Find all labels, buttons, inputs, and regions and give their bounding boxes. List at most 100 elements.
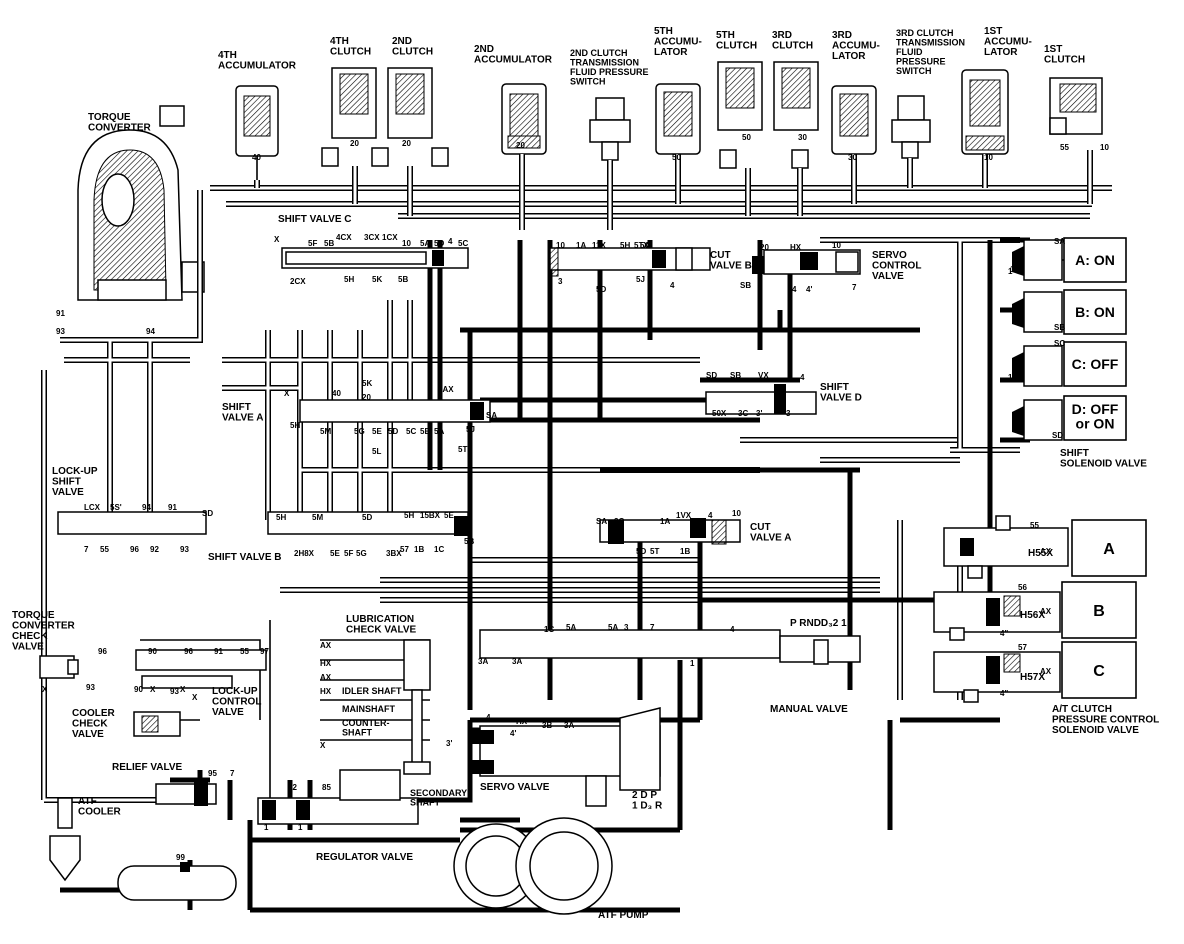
port-label: 3 [786, 409, 791, 418]
solenoid-d-body [1012, 399, 1063, 441]
label-relief-valve: RELIEF VALVE [112, 762, 183, 773]
port-label: 57 [1018, 643, 1027, 652]
port-label: X [150, 685, 156, 694]
port-label: X [284, 389, 290, 398]
port-label: 93 [86, 683, 95, 692]
port-label: 1 [264, 823, 269, 832]
cut-valve-b [547, 247, 711, 277]
port-label: 92 [150, 545, 159, 554]
port-label: SA [1054, 237, 1065, 246]
atf-pump [453, 817, 613, 915]
port-label: 5D [596, 285, 606, 294]
port-label: 1 [1010, 265, 1015, 274]
port-label: 20 [402, 139, 411, 148]
port-label: 5H [276, 513, 286, 522]
port-label: 91 [168, 503, 177, 512]
port-label: 1 [1008, 373, 1013, 382]
port-label: 1C [434, 545, 444, 554]
port-label: 1CX [382, 233, 398, 242]
port-label: AX [320, 641, 332, 650]
port-label: 20 [350, 139, 359, 148]
port-label: 5D [434, 239, 444, 248]
accumulator-2nd [501, 83, 547, 155]
pressure-switch-3rd [891, 95, 931, 159]
label-regulator-valve: REGULATOR VALVE [316, 852, 413, 863]
port-label: 5M [320, 427, 331, 436]
solenoid-c-body [1012, 345, 1063, 387]
port-label: 5B [324, 239, 334, 248]
port-label: 90 [134, 685, 143, 694]
port-label: 96 [130, 545, 139, 554]
port-label: 57 [400, 545, 409, 554]
port-label: 4" [1000, 629, 1008, 638]
solenoid-a-body [1012, 239, 1070, 281]
port-label: 5B [464, 537, 474, 546]
port-label: 1 [690, 659, 695, 668]
port-label: SB [740, 281, 751, 290]
port-label: 5F [344, 549, 353, 558]
port-label: 10 [1100, 143, 1109, 152]
port-label: AX [1040, 607, 1052, 616]
port-label: 4 [792, 285, 797, 294]
port-label: LCX [84, 503, 101, 512]
clutch-3rd [773, 61, 819, 169]
cooler-check-valve [133, 711, 181, 737]
port-label: 3C [614, 517, 624, 526]
torque-converter [77, 105, 205, 301]
port-label: 4' [806, 285, 812, 294]
port-label: 5TX [634, 241, 649, 250]
port-label: 5AX [438, 385, 454, 394]
relief-valve [155, 782, 217, 806]
pcsv-group: A B C H55X H56X H57X [933, 515, 1147, 703]
port-label: 10 [984, 153, 993, 162]
port-label: 3A [564, 721, 574, 730]
port-label: X [274, 235, 280, 244]
label-shift-valve-c: SHIFT VALVE C [278, 214, 352, 225]
pressure-switch-2nd [589, 97, 631, 161]
atf-strainer [117, 862, 237, 901]
port-label: 10 [556, 241, 565, 250]
port-label: 55 [240, 647, 249, 656]
port-label: 55 [1060, 143, 1069, 152]
solenoid-b-state-text: B: ON [1075, 304, 1115, 320]
pcsv-b: B [933, 581, 1137, 641]
port-label: 3 [624, 623, 629, 632]
valves [39, 247, 861, 915]
port-label: 4 [800, 373, 805, 382]
port-label: X [320, 741, 326, 750]
port-label: 5G [354, 427, 365, 436]
atf-cooler-unit [49, 797, 81, 882]
accumulator-4th [235, 85, 279, 180]
port-label: AX [320, 673, 332, 682]
port-label: 1B [414, 545, 424, 554]
port-label: 5G [356, 549, 367, 558]
port-label: 5A [566, 623, 576, 632]
port-label: 5A [608, 623, 618, 632]
shift-valve-c [281, 247, 469, 269]
port-label: 1B [680, 547, 690, 556]
port-label: X [192, 693, 198, 702]
port-label: X [42, 685, 48, 694]
accumulator-1st [961, 69, 1009, 155]
port-label: 96 [184, 647, 193, 656]
port-label: 3' [756, 409, 762, 418]
port-label: 93 [180, 545, 189, 554]
label-countershaft: COUNTER-SHAFT [342, 718, 390, 737]
solenoid-state-a: A: ON [1063, 237, 1127, 283]
port-label: 95 [208, 769, 217, 778]
label-manual-positions: P RNDD₃2 1 [790, 618, 847, 629]
port-label: 91 [56, 309, 65, 318]
port-label: 3' [446, 739, 452, 748]
